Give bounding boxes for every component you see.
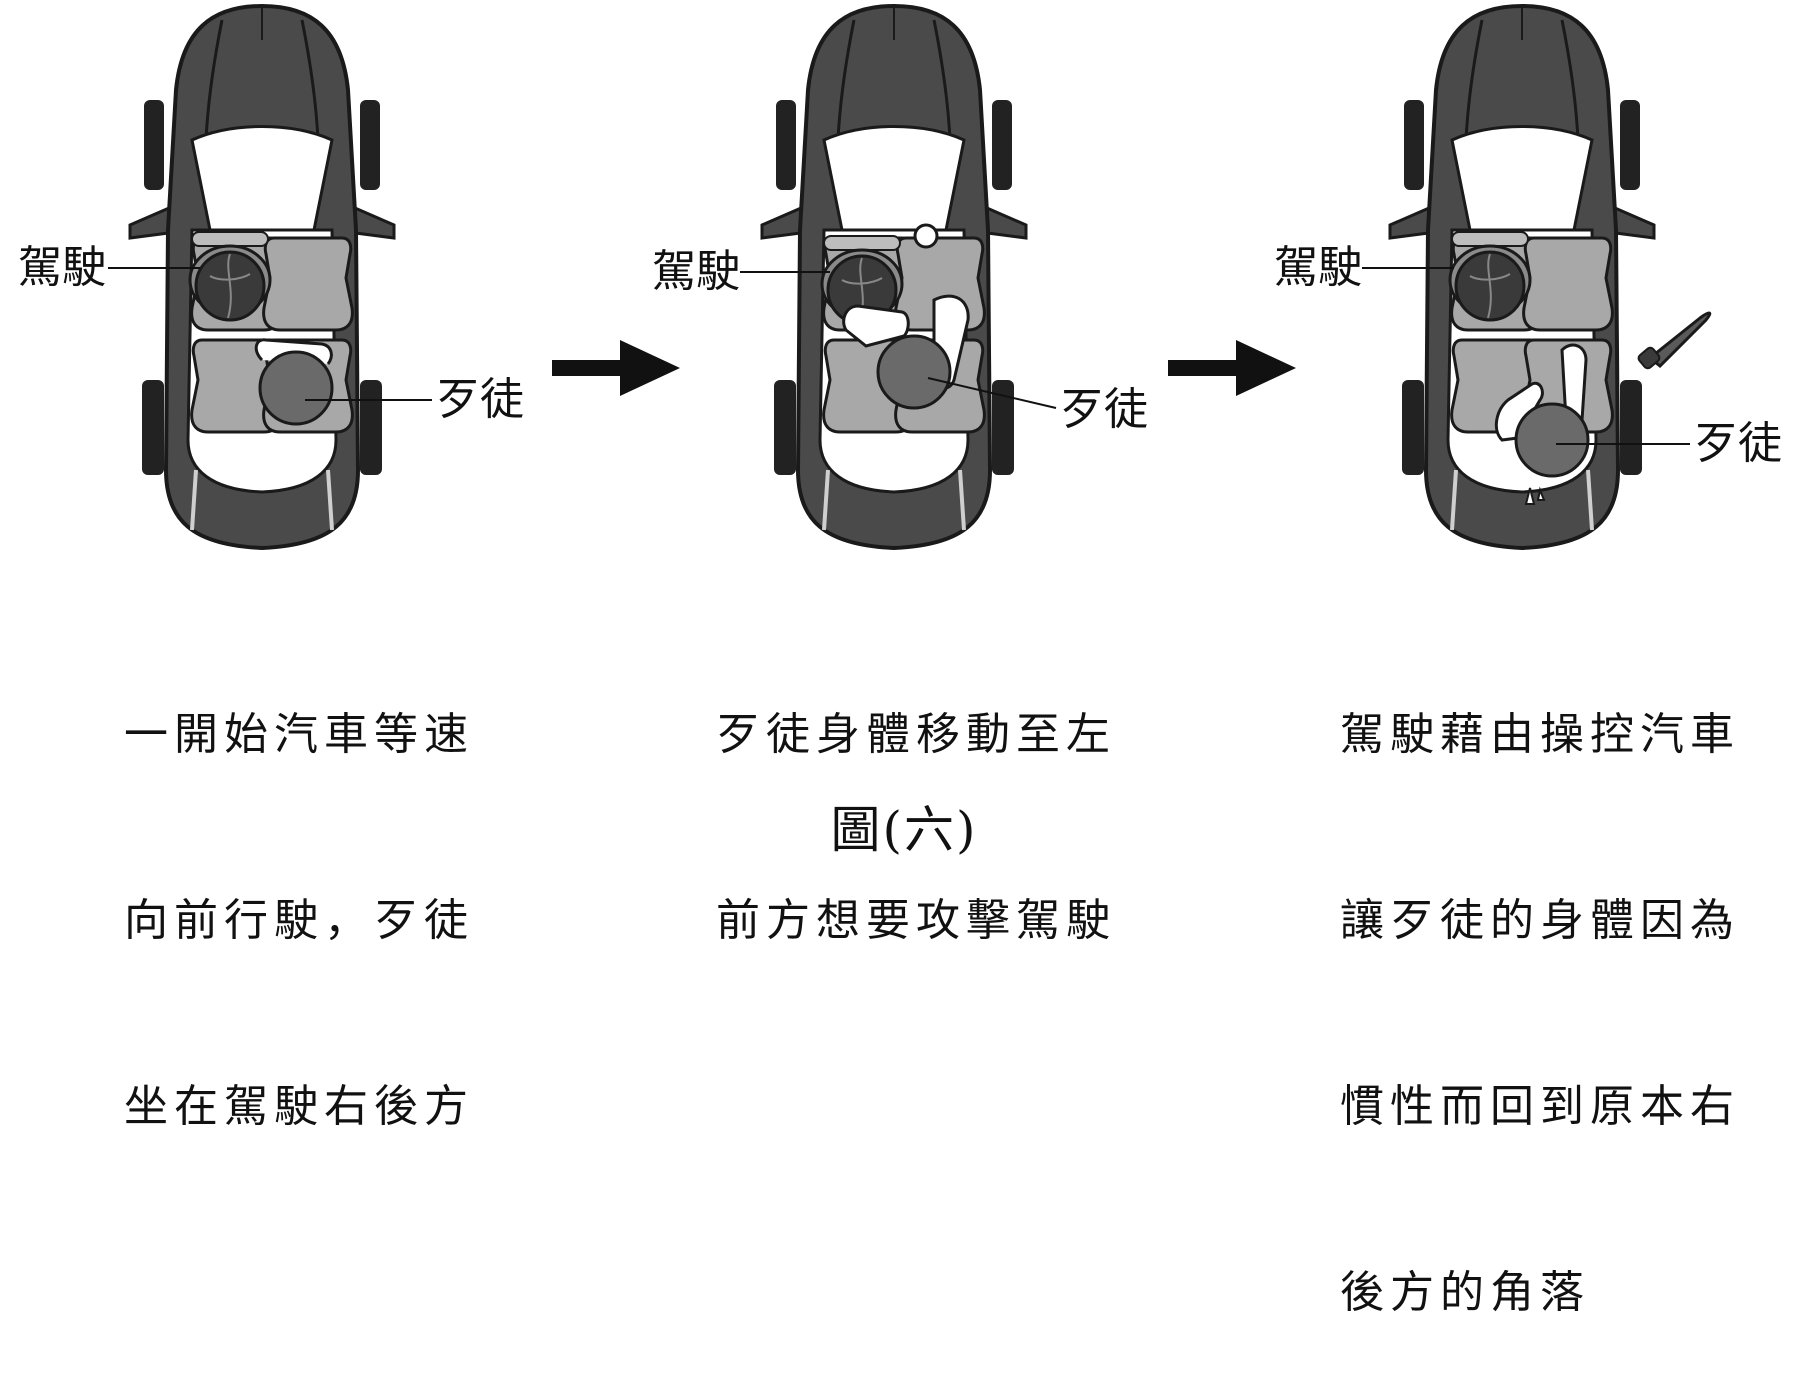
caption-line: 讓歹徒的身體因為 (1340, 895, 1740, 946)
robber-figure (842, 223, 970, 410)
figure-label: 圖(六) (830, 801, 978, 859)
panel-2: 駕駛 歹徒 (652, 4, 1148, 550)
robber-label: 歹徒 (1060, 384, 1148, 435)
caption-line: 前方想要攻擊駕駛 (716, 895, 1116, 946)
car-top-view-icon (1388, 4, 1656, 550)
caption-line: 駕駛藉由操控汽車 (1340, 709, 1740, 760)
robber-figure (1494, 343, 1590, 505)
right-arrow-icon (552, 340, 680, 396)
driver-figure (1448, 230, 1532, 322)
car-top-view-icon (128, 4, 396, 550)
panel-3-caption: 駕駛藉由操控汽車 讓歹徒的身體因為 慣性而回到原本右 後方的角落 (1340, 580, 1740, 1386)
panel-1-caption: 一開始汽車等速 向前行駛，歹徒 坐在駕駛右後方 (124, 580, 474, 1200)
figure-diagram: 駕駛 歹徒 駕駛 歹徒 (18, 4, 1782, 550)
robber-figure (254, 338, 334, 426)
caption-line: 向前行駛，歹徒 (124, 895, 474, 946)
robber-label: 歹徒 (1694, 418, 1782, 469)
driver-label: 駕駛 (652, 246, 740, 297)
car-top-view-icon (760, 4, 1028, 550)
caption-line: 坐在駕駛右後方 (124, 1081, 474, 1132)
caption-line: 慣性而回到原本右 (1340, 1081, 1740, 1132)
knife-icon (1637, 311, 1712, 370)
caption-line: 一開始汽車等速 (124, 709, 474, 760)
caption-line: 歹徒身體移動至左 (716, 709, 1116, 760)
caption-line: 後方的角落 (1340, 1267, 1590, 1318)
panel-1: 駕駛 歹徒 (18, 4, 524, 550)
panel-3: 駕駛 歹徒 (1274, 4, 1782, 550)
right-arrow-icon (1168, 340, 1296, 396)
driver-label: 駕駛 (18, 242, 106, 293)
driver-label: 駕駛 (1274, 242, 1362, 293)
robber-label: 歹徒 (436, 374, 524, 425)
driver-figure (188, 230, 272, 322)
